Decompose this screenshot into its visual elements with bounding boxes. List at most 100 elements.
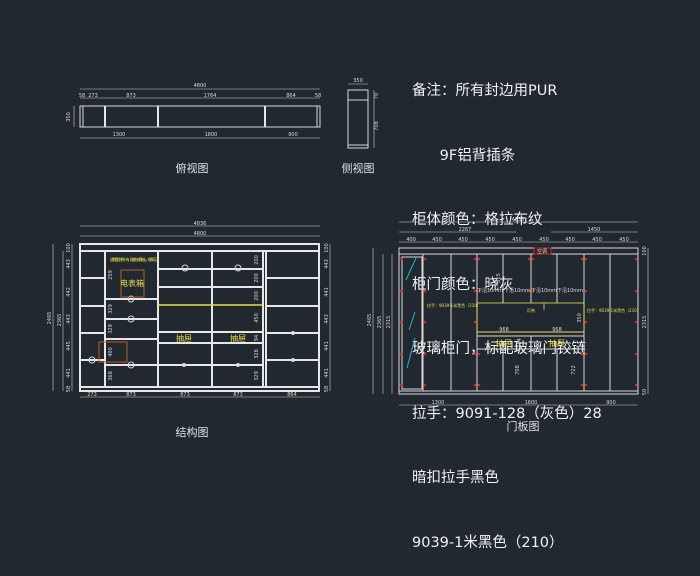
gap-label: 下沿10mm (504, 287, 530, 294)
red-box-label: 空调 (537, 248, 547, 255)
dim: 1300 (432, 400, 445, 406)
structure-note: 放到墙边外侧一块，插座在电表箱上，电表可见 (110, 256, 158, 262)
dim: 441 (66, 368, 72, 378)
dim: 1764 (204, 93, 217, 99)
drawer-label: 抽屉 (496, 338, 512, 348)
structure-view-label: 结构图 (176, 425, 209, 439)
dim: 443 (324, 314, 330, 324)
dim: 968 (499, 327, 509, 333)
note-line: 柜体颜色：格拉布纹 (412, 212, 543, 228)
dim: 329 (254, 371, 260, 381)
dim: 368 (108, 371, 114, 381)
dim: 450 (565, 237, 575, 243)
dim: 441 (324, 341, 330, 351)
door-view-label: 门板图 (507, 419, 540, 433)
dim: 708 (515, 365, 521, 375)
dim: 184 (517, 338, 523, 348)
dim: 259 (108, 270, 114, 280)
dim: 900 (606, 400, 616, 406)
dim: 722 (571, 365, 577, 375)
drawer-label: 抽屉 (549, 338, 565, 348)
dim: 1300 (113, 132, 126, 138)
dim: 864 (286, 93, 296, 99)
dim: 450 (539, 237, 549, 243)
drawer-label: 抽屉 (230, 333, 246, 343)
light-strip-label: 灯带 (527, 307, 535, 313)
cad-drawing: 4800 58 273 873 1764 864 58 350 1300 180… (47, 78, 649, 439)
dim: 329 (108, 324, 114, 334)
dim-outer: 4836 (194, 221, 207, 227)
dim-overall: 4800 (194, 83, 207, 89)
handle-note-right: 拉手：9039-1米黑色（210） (587, 307, 641, 313)
dim: 443 (66, 314, 72, 324)
dim: 200 (254, 273, 260, 283)
dim: 443 (66, 259, 72, 269)
side-view: 350 70 708 侧视图 (342, 78, 381, 175)
dim: 815 (496, 273, 502, 283)
dim: 100 (66, 243, 72, 253)
top-view-label: 俯视图 (176, 161, 209, 175)
dim: 450 (592, 237, 602, 243)
dim: 273 (88, 93, 98, 99)
handle-note-left: 拉手：9039-1米黑色（210） (427, 302, 481, 308)
dim: 445 (66, 341, 72, 351)
dim: 58 (79, 93, 85, 99)
dim: 273 (87, 392, 97, 398)
right-row-dims: 100 443 441 443 441 441 58 (324, 243, 330, 392)
dim: 443 (324, 259, 330, 269)
gap-label: 下沿10mm (477, 287, 503, 294)
dim: 873 (126, 392, 136, 398)
side-view-label: 侧视图 (342, 161, 375, 175)
top-view: 4800 58 273 873 1764 864 58 350 1300 180… (66, 83, 321, 175)
note-line: 备注：所有封边用PUR (412, 83, 558, 99)
dim: 2465 (367, 314, 373, 327)
dim: 441 (324, 287, 330, 297)
dim: 100 (642, 246, 648, 256)
note-line: 柜门颜色：晓灰 (412, 276, 514, 293)
dim: 200 (254, 255, 260, 265)
dim: 200 (254, 291, 260, 301)
note-line: 9F铝背插条 (412, 147, 516, 164)
note-line: 拉手：9091-128（灰色）28 (412, 405, 602, 422)
dim: 2365 (377, 316, 383, 329)
dim: 442 (66, 287, 72, 297)
electric-box-label: 电表箱 (120, 278, 144, 288)
dim: 50 (642, 389, 648, 395)
dim: 441 (324, 368, 330, 378)
structure-view: 4836 4800 (47, 221, 331, 439)
dim: 450 (458, 237, 468, 243)
dim: 864 (287, 392, 297, 398)
left-row-dims: 100 443 442 443 445 441 58 (66, 243, 72, 392)
dim: 873 (126, 93, 136, 99)
dim-width: 350 (353, 78, 363, 84)
dim: 58 (324, 386, 330, 392)
gap-label: 下沿10mm (557, 287, 583, 294)
dim: 94 (254, 335, 260, 341)
dim: 329 (108, 304, 114, 314)
dim: 873 (233, 392, 243, 398)
note-line: 9039-1米黑色（210） (412, 534, 564, 551)
dim: 4836 (512, 217, 525, 223)
dim-overall: 4800 (194, 231, 207, 237)
dim: 450 (254, 313, 260, 323)
dim: 1800 (205, 132, 218, 138)
dim: 58 (66, 386, 72, 392)
dim: 400 (406, 237, 416, 243)
dim: 450 (512, 237, 522, 243)
dim: 400 (108, 347, 114, 357)
dim: 1450 (588, 227, 601, 233)
dim: 328 (254, 349, 260, 359)
dim: 900 (288, 132, 298, 138)
dim: 100 (324, 243, 330, 253)
dim: 2465 (47, 312, 53, 325)
drawer-label: 抽屉 (176, 333, 192, 343)
dim: 450 (432, 237, 442, 243)
gap-label: 下沿10mm (531, 287, 557, 294)
dim-depth: 350 (66, 112, 72, 122)
handle-dots (399, 257, 638, 387)
dim: 450 (619, 237, 629, 243)
dim: 2267 (459, 227, 472, 233)
dim: 2315 (642, 316, 648, 329)
dim: 968 (552, 327, 562, 333)
dim: 58 (315, 93, 321, 99)
